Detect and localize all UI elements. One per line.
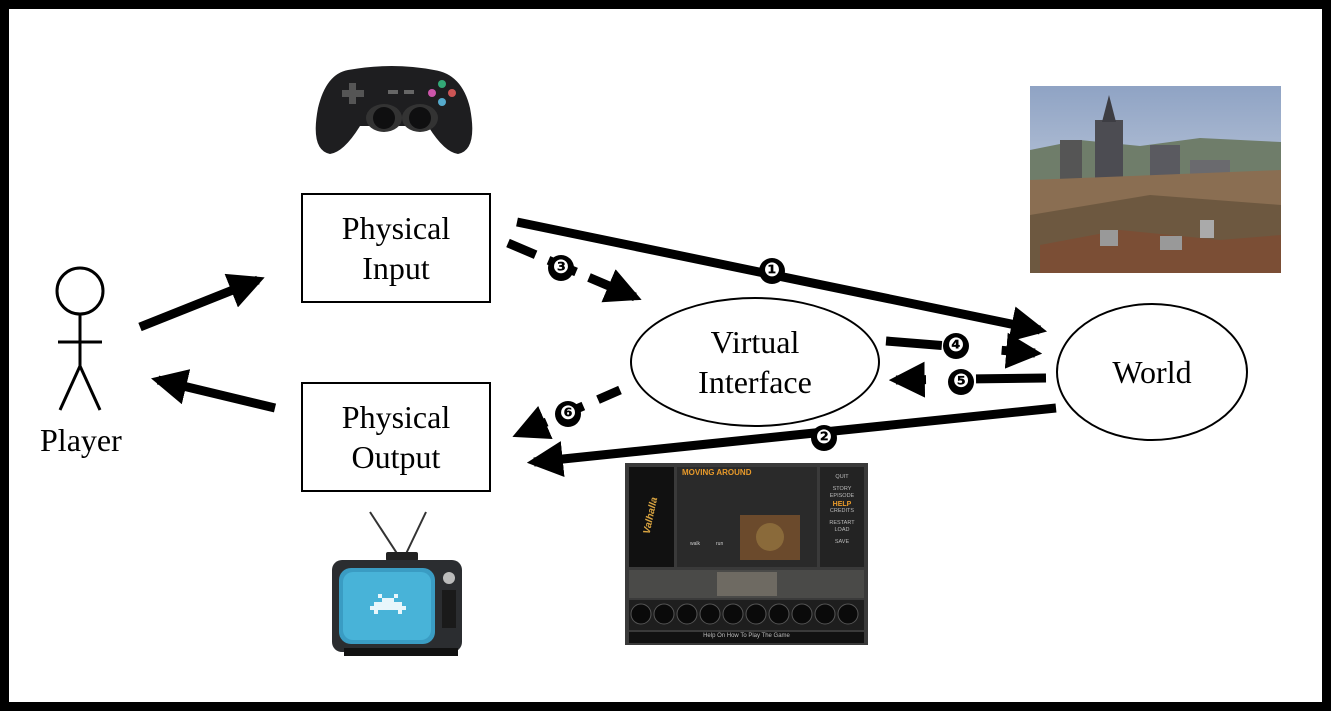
physical-input-line2: Input (362, 250, 430, 286)
badge-5: ❺ (948, 369, 974, 395)
game-menu-load: LOAD (834, 527, 850, 533)
game-menu: QUIT STORY EPISODE HELP CREDITS RESTART … (822, 474, 862, 546)
virtual-interface-line2: Interface (698, 364, 812, 400)
game-menu-restart: RESTART (829, 519, 855, 526)
game-bottom-bar: Help On How To Play The Game (703, 633, 790, 639)
badge-2: ❷ (811, 425, 837, 451)
physical-input-line1: Physical (341, 210, 451, 246)
game-menu-save: SAVE (834, 538, 850, 545)
badge-1: ❶ (759, 258, 785, 284)
physical-output-line1: Physical (341, 399, 451, 435)
arrow-output-to-player (150, 369, 277, 413)
badge-6: ❻ (555, 401, 581, 427)
arrow-player-to-input (138, 273, 265, 332)
badge-3: ❸ (548, 255, 574, 281)
game-label-run: run (716, 541, 724, 547)
game-menu-credits: CREDITS (829, 508, 855, 514)
arrow-5-world-to-interface (888, 361, 1047, 398)
game-menu-episode: EPISODE (829, 493, 855, 499)
physical-output-line2: Output (351, 439, 441, 475)
virtual-interface-line1: Virtual (710, 324, 800, 360)
player-stick-figure (55, 266, 105, 411)
game-menu-story: STORY (832, 485, 852, 492)
player-label: Player (40, 422, 122, 458)
world-label: World (1112, 354, 1192, 390)
badge-4: ❹ (943, 333, 969, 359)
arrow-4-interface-to-world (885, 332, 1043, 369)
arrow-2-world-to-output (526, 403, 1057, 477)
world-ellipse: World (1056, 303, 1248, 441)
game-label-walk: walk (690, 541, 701, 547)
game-menu-help: HELP (832, 500, 852, 508)
game-heading: MOVING AROUND (682, 468, 752, 477)
game-menu-quit: QUIT (835, 474, 849, 480)
